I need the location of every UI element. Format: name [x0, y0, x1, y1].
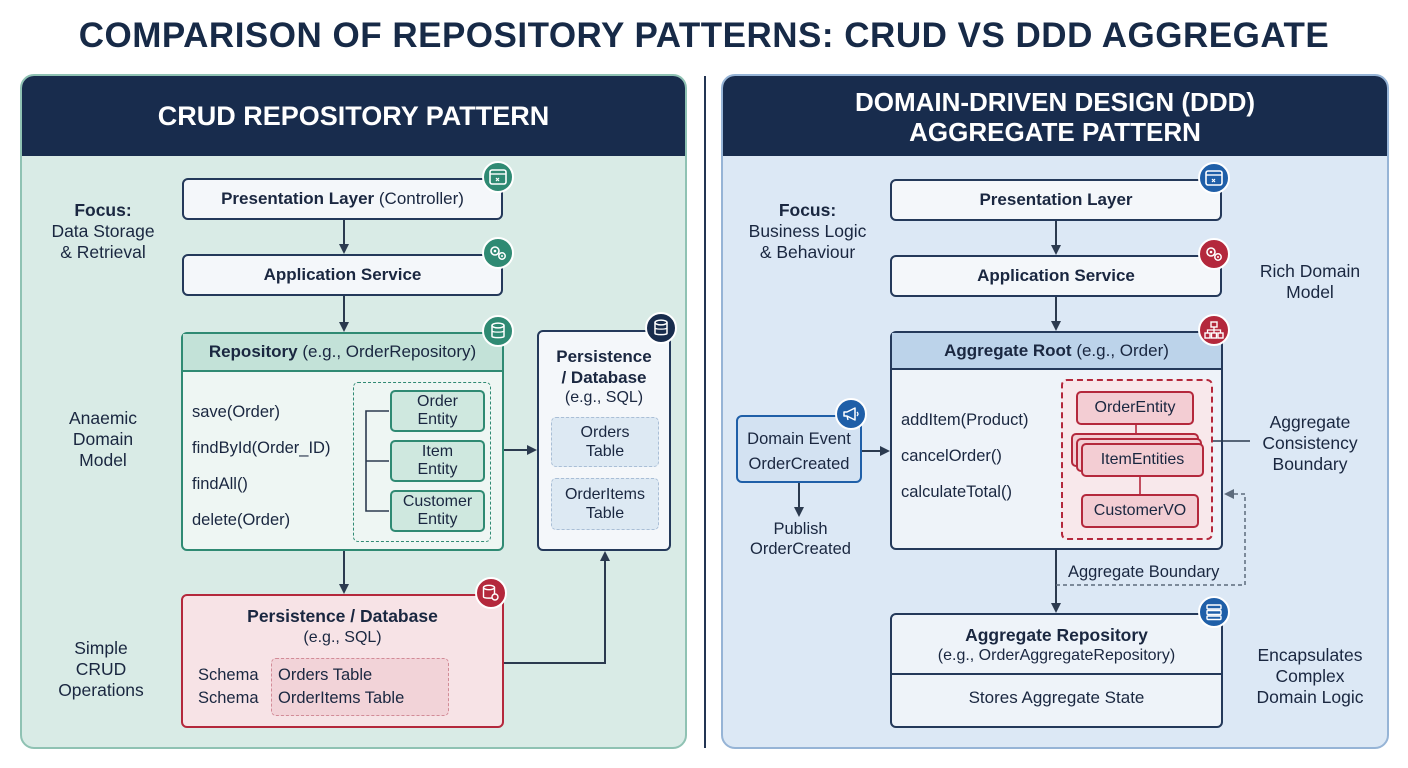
- ddd-aggregate-root-label: Aggregate Root: [944, 340, 1072, 360]
- ddd-method-additem: addItem(Product): [901, 411, 1029, 429]
- ddd-agg-repo-title: Aggregate Repository: [965, 625, 1148, 645]
- ddd-focus-label: Focus:: [778, 200, 837, 220]
- ddd-method-calculatetotal: calculateTotal(): [901, 483, 1012, 501]
- ddd-application-service: Application Service: [890, 255, 1222, 297]
- page-title: COMPARISON OF REPOSITORY PATTERNS: CRUD …: [78, 16, 1330, 55]
- crud-method-save: save(Order): [192, 403, 281, 421]
- crud-focus-note: Focus: Data Storage & Retrieval: [38, 200, 168, 263]
- crud-presentation-label: Presentation Layer: [221, 189, 375, 208]
- ddd-aggregate-root-sub: (e.g., Order): [1071, 340, 1169, 360]
- crud-item-entity: Item Entity: [390, 440, 485, 482]
- ddd-aggregate-boundary-label: Aggregate Boundary: [1068, 563, 1220, 581]
- ddd-item-entities: ItemEntities: [1081, 443, 1204, 477]
- ddd-header-line2: AGGREGATE PATTERN: [909, 117, 1201, 147]
- browser-icon: [482, 161, 514, 193]
- browser-icon: [1198, 162, 1230, 194]
- ddd-publish-note: Publish OrderCreated: [750, 520, 851, 558]
- crud-schema-tables: [271, 658, 449, 716]
- ddd-agg-repo-stores: Stores Aggregate State: [968, 688, 1145, 707]
- database-icon: [482, 315, 514, 347]
- crud-method-delete: delete(Order): [192, 511, 291, 529]
- ddd-aggregate-repository: Aggregate Repository (e.g., OrderAggrega…: [890, 613, 1223, 728]
- ddd-domain-event: Domain Event OrderCreated: [736, 415, 862, 483]
- aggregate-boundary-loop: [1056, 489, 1246, 586]
- server-icon: [1198, 596, 1230, 628]
- ddd-order-entity: OrderEntity: [1076, 391, 1194, 425]
- gears-icon: [482, 237, 514, 269]
- ddd-agg-repo-divider: [892, 673, 1221, 675]
- crud-repository-header: Repository (e.g., OrderRepository): [183, 334, 502, 372]
- ddd-rich-note: Rich Domain Model: [1259, 261, 1361, 302]
- crud-panel-header: CRUD REPOSITORY PATTERN: [22, 76, 685, 156]
- ddd-header-line1: DOMAIN-DRIVEN DESIGN (DDD): [854, 87, 1256, 117]
- ddd-focus-text: Business Logic & Behaviour: [748, 221, 867, 262]
- crud-orders-table: Orders Table: [551, 417, 659, 467]
- crud-simple-note: Simple CRUD Operations: [58, 638, 144, 700]
- database-gear-icon: [475, 577, 507, 609]
- crud-anaemic-note: Anaemic Domain Model: [68, 408, 138, 470]
- arrow-crud-persist-to-side-db: [504, 551, 610, 664]
- ddd-domain-event-line1: Domain Event: [747, 430, 851, 448]
- ddd-domain-event-line2: OrderCreated: [748, 455, 850, 473]
- crud-schema-label-1: Schema: [198, 666, 259, 684]
- ddd-presentation-layer: Presentation Layer: [890, 179, 1222, 221]
- ddd-focus-note: Focus: Business Logic & Behaviour: [735, 200, 880, 263]
- ddd-panel-header: DOMAIN-DRIVEN DESIGN (DDD) AGGREGATE PAT…: [723, 76, 1387, 156]
- megaphone-icon: [835, 398, 867, 430]
- crud-header-title: CRUD REPOSITORY PATTERN: [157, 101, 550, 131]
- crud-method-findbyid: findById(Order_ID): [192, 439, 331, 457]
- crud-method-findall: findAll(): [192, 475, 248, 493]
- ddd-consistency-note: Aggregate Consistency Boundary: [1262, 412, 1358, 474]
- crud-orderitems-table: OrderItems Table: [551, 478, 659, 530]
- crud-entity-group: [353, 382, 491, 542]
- crud-presentation-sub: (Controller): [374, 189, 464, 208]
- gears-icon: [1198, 238, 1230, 270]
- panel-divider: [704, 76, 706, 748]
- crud-schema-table-1: Orders Table: [278, 666, 373, 684]
- crud-persistence-side-title: Persistence / Database: [556, 347, 652, 387]
- ddd-agg-repo-sub: (e.g., OrderAggregateRepository): [937, 647, 1176, 664]
- crud-customer-entity: Customer Entity: [390, 490, 485, 532]
- crud-schema-label-2: Schema: [198, 689, 259, 707]
- hierarchy-icon: [1198, 314, 1230, 346]
- crud-application-service: Application Service: [182, 254, 503, 296]
- ddd-encapsulates-note: Encapsulates Complex Domain Logic: [1256, 645, 1364, 707]
- crud-persistence-bottom: Persistence / Database (e.g., SQL) Schem…: [181, 594, 504, 728]
- crud-focus-text: Data Storage & Retrieval: [51, 221, 155, 262]
- crud-repository-label: Repository: [208, 342, 298, 361]
- ddd-method-cancelorder: cancelOrder(): [901, 447, 1002, 465]
- crud-persistence-bottom-title: Persistence / Database: [247, 606, 438, 626]
- crud-persistence-side-sub: (e.g., SQL): [564, 389, 644, 406]
- crud-repository-sub: (e.g., OrderRepository): [297, 342, 477, 361]
- database-icon: [645, 312, 677, 344]
- ddd-aggregate-root-header: Aggregate Root (e.g., Order): [892, 333, 1221, 370]
- crud-order-entity: Order Entity: [390, 390, 485, 432]
- crud-persistence-bottom-sub: (e.g., SQL): [303, 629, 382, 646]
- crud-schema-table-2: OrderItems Table: [278, 689, 405, 707]
- crud-focus-label: Focus:: [74, 200, 132, 220]
- ddd-customer-vo: CustomerVO: [1081, 494, 1199, 528]
- crud-presentation-layer: Presentation Layer (Controller): [182, 178, 503, 220]
